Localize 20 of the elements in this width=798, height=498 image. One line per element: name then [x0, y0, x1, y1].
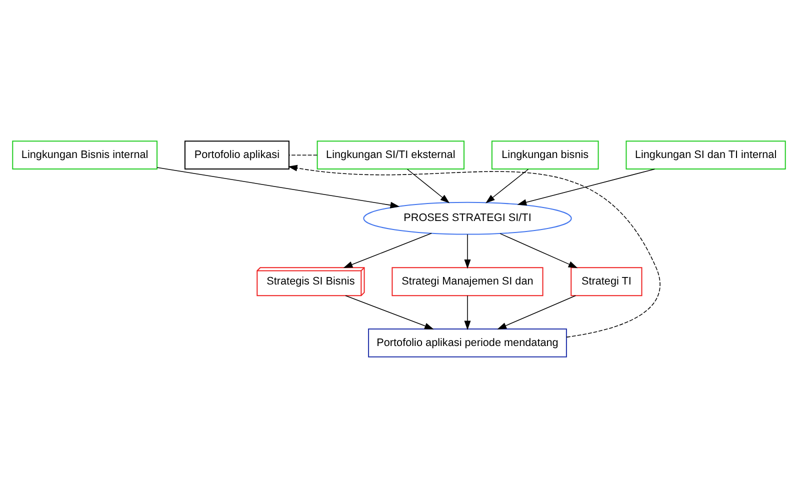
- arrow: [156, 167, 400, 208]
- node-box: Portofolio aplikasi periode mendatang: [368, 328, 567, 358]
- arrow: [500, 233, 578, 268]
- arrow: [343, 232, 432, 268]
- arrow: [464, 234, 471, 269]
- arrow: [486, 168, 529, 204]
- arrow: [497, 295, 576, 330]
- node-box: Lingkungan SI/TI eksternal: [316, 140, 464, 170]
- node-box: Strategi Manajemen SI dan: [392, 267, 544, 296]
- node-box: Lingkungan Bisnis internal: [12, 140, 158, 170]
- node-box: Lingkungan bisnis: [491, 140, 599, 170]
- node-box: Strategi TI: [570, 267, 642, 296]
- arrow: [517, 168, 656, 206]
- arrow: [345, 295, 434, 330]
- arrow: [406, 168, 450, 204]
- arrow: [464, 295, 471, 330]
- node-box: Lingkungan SI dan TI internal: [626, 140, 786, 170]
- arrow: [288, 164, 660, 338]
- node-box: Portofolio aplikasi: [184, 140, 290, 170]
- connector: [288, 154, 318, 156]
